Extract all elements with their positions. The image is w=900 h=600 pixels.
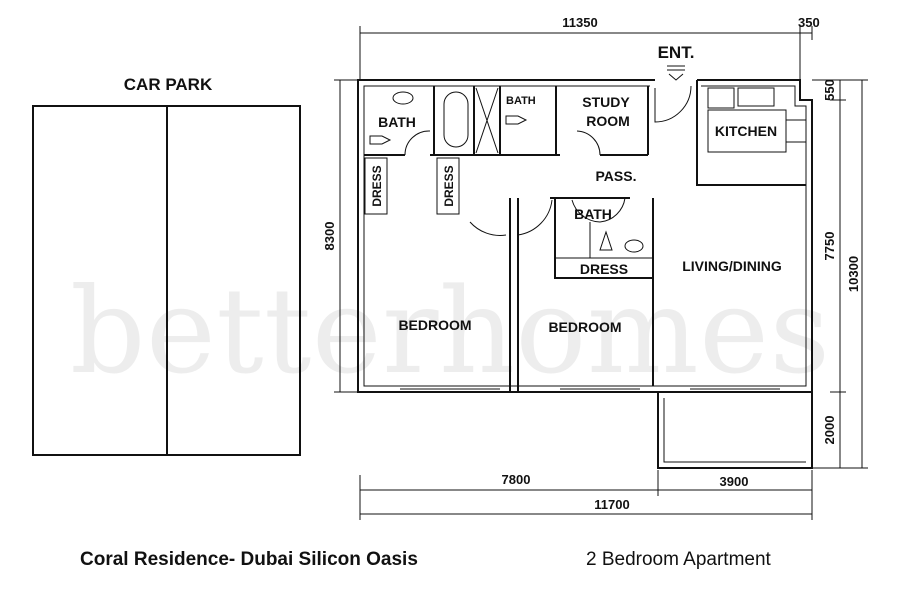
- dim-right-top: 550: [822, 79, 837, 101]
- unit-type: 2 Bedroom Apartment: [586, 549, 771, 570]
- room-living-dining: LIVING/DINING: [682, 258, 782, 274]
- dimensions: 11350 350 8300 550 7750 2000 10300 7800 …: [322, 15, 868, 520]
- room-labels: BATH BATH STUDY ROOM KITCHEN DRESS DRESS…: [370, 94, 782, 335]
- dim-bottom-total: 11700: [594, 497, 629, 512]
- room-passage: PASS.: [596, 168, 637, 184]
- project-name: Coral Residence- Dubai Silicon Oasis: [80, 549, 418, 570]
- dim-bottom-left: 7800: [502, 472, 531, 487]
- dim-top-main: 11350: [562, 15, 597, 30]
- room-kitchen: KITCHEN: [715, 123, 777, 139]
- room-bedroom-2: BEDROOM: [548, 319, 621, 335]
- dim-right-mid: 7750: [822, 232, 837, 261]
- svg-text:ENT.: ENT.: [658, 43, 695, 62]
- dim-left: 8300: [322, 222, 337, 251]
- room-dress-2: DRESS: [442, 165, 456, 206]
- room-study: STUDY: [582, 94, 630, 110]
- room-bath-small: BATH: [506, 95, 536, 107]
- watermark: betterhomes: [70, 262, 830, 400]
- room-bath-master: BATH: [378, 114, 416, 130]
- entrance-marker: ENT.: [658, 43, 695, 81]
- dim-bottom-right: 3900: [720, 474, 749, 489]
- room-bath-second: BATH: [574, 206, 612, 222]
- room-bedroom-1: BEDROOM: [398, 317, 471, 333]
- room-study-2: ROOM: [586, 113, 630, 129]
- car-park: CAR PARK: [32, 75, 301, 456]
- dim-right-balcony: 2000: [822, 416, 837, 445]
- dim-right-total: 10300: [846, 256, 861, 292]
- car-park-label: CAR PARK: [124, 75, 213, 94]
- dim-top-small: 350: [798, 15, 820, 30]
- room-dress-3: DRESS: [580, 261, 628, 277]
- apartment-walls: [357, 79, 813, 469]
- room-dress-1: DRESS: [370, 165, 384, 206]
